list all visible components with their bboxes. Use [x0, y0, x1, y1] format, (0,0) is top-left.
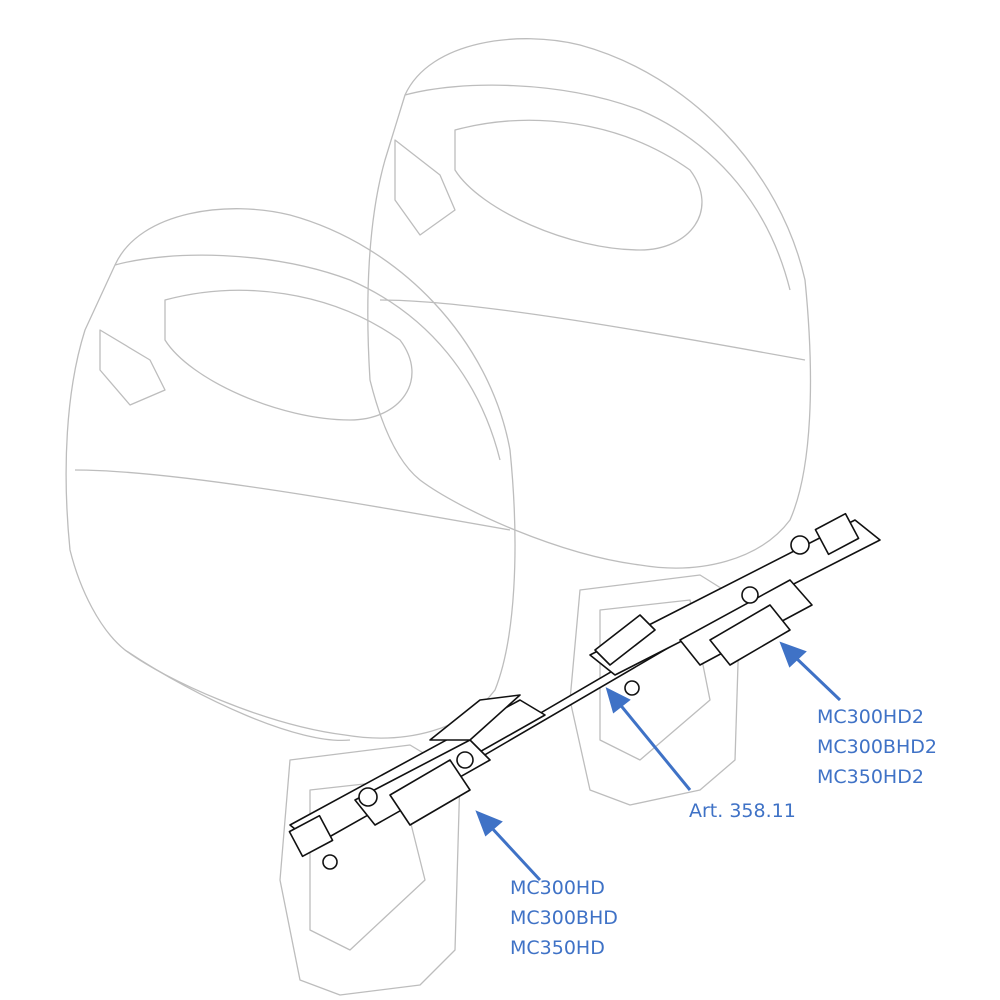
right-steering-cylinder	[589, 512, 881, 696]
left-cylinder-arrow	[488, 824, 542, 882]
tie-bar-label: Art. 358.11	[689, 800, 796, 822]
left-cylinder-models: MC300HD MC300BHD MC350HD	[510, 873, 618, 963]
tie-bar-arrow	[616, 701, 692, 791]
model-label: MC300HD2	[817, 706, 924, 728]
model-label: MC300BHD2	[817, 736, 937, 758]
left-steering-cylinder	[288, 694, 546, 870]
right-engine-leg	[569, 574, 741, 806]
model-label: MC300HD	[510, 877, 605, 899]
model-label: MC300BHD	[510, 907, 618, 929]
model-label: MC350HD	[510, 937, 605, 959]
right-engine-cowl	[367, 38, 812, 569]
right-cylinder-arrow	[792, 654, 842, 702]
right-cylinder-models: MC300HD2 MC300BHD2 MC350HD2	[817, 702, 937, 792]
model-label: MC350HD2	[817, 766, 924, 788]
